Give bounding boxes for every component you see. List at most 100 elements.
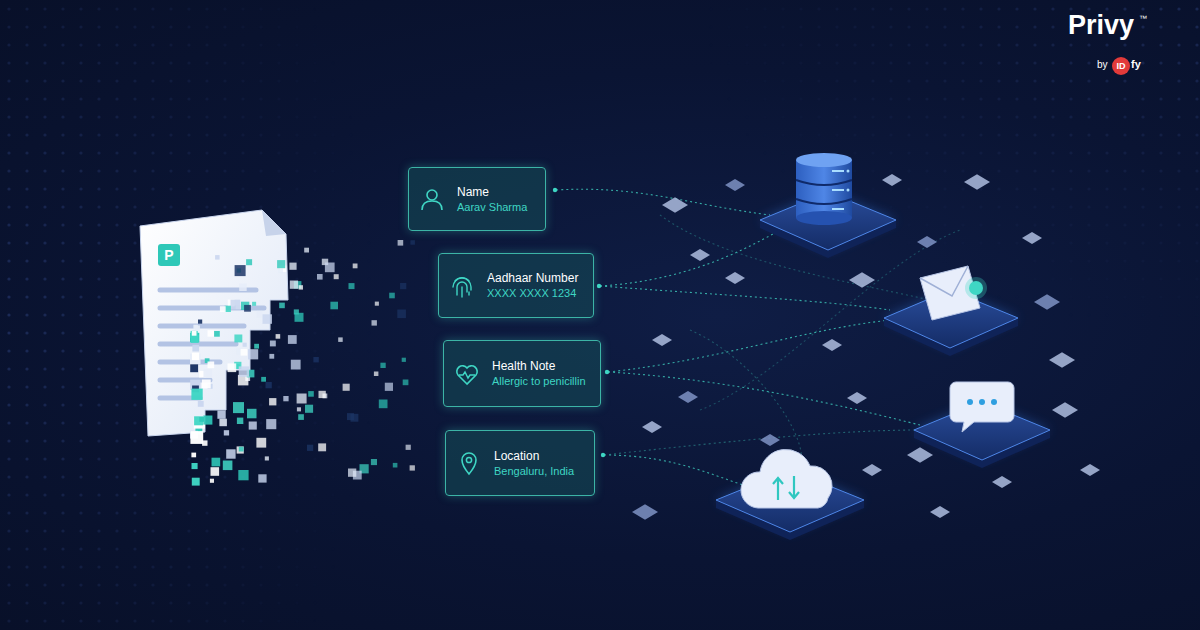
pixel-fragment [410, 240, 415, 245]
pixel-fragment [256, 311, 262, 317]
pixel-fragment [402, 358, 406, 362]
idfy-badge-text: ID [1117, 62, 1126, 71]
floating-tile [917, 236, 937, 248]
pixel-fragment [338, 337, 343, 342]
pixel-fragment [334, 274, 339, 279]
floating-tile [1049, 352, 1075, 368]
pixel-fragment [198, 401, 204, 407]
pixel-fragment [295, 313, 304, 322]
pixel-fragment [351, 414, 359, 422]
pixel-fragment [244, 305, 251, 312]
floating-tile [690, 249, 710, 261]
pixel-fragment [279, 303, 285, 309]
pixel-fragment [238, 470, 248, 480]
dot-grid-right [700, 0, 1200, 330]
pixel-fragment [237, 418, 243, 424]
field-title: Name [457, 184, 527, 200]
idfy-suffix: fy [1131, 59, 1141, 70]
pixel-fragments [190, 240, 415, 486]
cloud-platform [716, 449, 864, 540]
floating-tile [849, 272, 875, 288]
pixel-fragment [239, 284, 247, 292]
floating-tile [1022, 232, 1042, 244]
pixel-fragment [288, 335, 297, 344]
pixel-fragment [198, 320, 202, 324]
floating-tile [930, 506, 950, 518]
pixel-fragment [249, 422, 257, 430]
pixel-fragment [258, 474, 266, 482]
floating-tile [907, 447, 933, 463]
pixel-fragment [297, 394, 307, 404]
field-value: XXXX XXXX 1234 [487, 286, 578, 301]
trademark: ™ [1139, 15, 1147, 23]
pixel-fragment [217, 411, 225, 419]
pixel-fragment [211, 467, 220, 476]
floating-tile [847, 392, 867, 404]
pixel-fragment [265, 456, 269, 460]
pixel-fragment [374, 372, 379, 377]
pixel-fragment [270, 341, 276, 347]
field-title: Location [494, 448, 574, 464]
pixel-fragment [353, 264, 358, 269]
pixel-fragment [247, 409, 257, 419]
line-dots [553, 188, 609, 457]
pixel-fragment [194, 416, 203, 425]
field-title: Aadhaar Number [487, 270, 578, 286]
pixel-fragment [400, 283, 406, 289]
mail-platform [884, 266, 1018, 356]
pixel-fragment [202, 380, 211, 389]
pixel-fragment [398, 240, 404, 246]
pixel-fragment [261, 377, 266, 382]
pixel-fragment [318, 443, 326, 451]
field-value: Allergic to penicillin [492, 374, 586, 389]
pixel-fragment [308, 391, 314, 397]
pixel-fragment [397, 310, 406, 319]
pixel-fragment [243, 343, 247, 347]
pixel-fragment [192, 345, 199, 352]
pixel-fragment [191, 332, 197, 338]
field-value: Aarav Sharma [457, 200, 527, 215]
brand-name: Privy [1068, 12, 1134, 39]
pixel-fragment [330, 302, 338, 310]
pixel-fragment [269, 354, 274, 359]
pixel-fragment [192, 353, 199, 360]
pixel-fragment [393, 463, 398, 468]
floating-tile [1034, 294, 1060, 310]
pixel-fragment [410, 465, 415, 470]
pixel-fragment [212, 458, 221, 467]
pixel-fragment [190, 431, 203, 444]
pixel-fragment [349, 283, 355, 289]
pixel-fragment [372, 320, 377, 325]
flow-lines [556, 189, 960, 490]
pixel-fragment [298, 414, 304, 420]
pixel-fragment [208, 362, 215, 369]
pixel-fragment [231, 300, 241, 310]
pixel-fragment [220, 306, 226, 312]
pixel-fragment [214, 331, 220, 337]
data-field-card: Aadhaar NumberXXXX XXXX 1234 [438, 253, 594, 318]
floating-tiles [632, 174, 1100, 520]
pixel-fragment [239, 447, 244, 452]
pixel-fragment [190, 364, 198, 372]
chat-platform [914, 382, 1050, 468]
pixel-fragment [375, 302, 379, 306]
pixel-fragment [239, 366, 249, 376]
floating-tile [725, 179, 745, 191]
data-field-card: LocationBengaluru, India [445, 430, 595, 496]
floating-tile [642, 421, 662, 433]
pixel-fragment [380, 363, 385, 368]
by-text: by [1097, 60, 1108, 70]
pixel-fragment [246, 259, 252, 265]
floating-tile [760, 434, 780, 446]
pixel-fragment [266, 382, 272, 388]
field-icon [419, 186, 445, 212]
pixel-fragment [348, 469, 356, 477]
pixel-fragment [263, 314, 273, 324]
field-text: Aadhaar NumberXXXX XXXX 1234 [487, 270, 578, 301]
pixel-fragment [266, 419, 276, 429]
pixel-fragment [290, 281, 298, 289]
floating-tile [862, 464, 882, 476]
field-icon [456, 450, 482, 476]
pixel-fragment [406, 445, 411, 450]
pixel-fragment [385, 383, 393, 391]
